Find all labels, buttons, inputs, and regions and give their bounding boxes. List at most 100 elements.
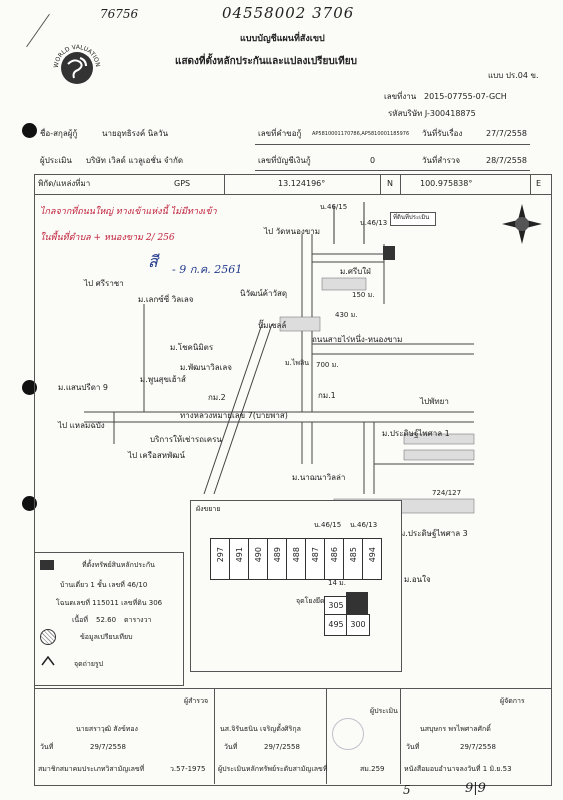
label-dist-150: 150 ม.	[352, 291, 375, 299]
sig-sep-2	[326, 688, 327, 784]
label-lek-village: ม.เลกซ์ซี่ วิลเลจ	[138, 295, 194, 304]
info-rule-2	[255, 170, 530, 171]
sig2-footer: ผู้ประเมินหลักทรัพย์ระดับสามัญเลขที่	[218, 765, 328, 773]
coord-sep-4	[530, 174, 531, 194]
compass-rose-icon	[500, 202, 544, 246]
form-code: แบบ ปร.04 ข.	[488, 71, 539, 80]
lot-c: 300	[346, 614, 370, 636]
legend-subject-swatch	[40, 560, 54, 570]
pen-mark	[26, 13, 50, 48]
label-nongjai: ม.อนใจ	[404, 575, 431, 584]
sig-rule-top	[34, 688, 551, 689]
inset-lot-297: 297	[210, 538, 230, 580]
label-car-rental: บริการให้เช่ารถเครน	[150, 435, 222, 444]
coord-n: N	[387, 179, 393, 188]
sig2-name: นส.จิรันธนิน เจริญตั้งศิริกุล	[220, 725, 301, 733]
label-saenprissana: ม.แสนปรีดา 9	[58, 383, 109, 392]
label-km1: กม.1	[318, 391, 336, 400]
job-number: 2015-07755-07-GCH	[424, 92, 507, 101]
survey-label: วันที่สำรวจ	[422, 156, 461, 165]
handnote-sign: สี	[148, 252, 158, 271]
account-label: เลขที่บัญชีเงินกู้	[258, 156, 311, 165]
subject-tag: ที่ดินที่ประเมิน	[390, 212, 436, 226]
handnote-line-1: ไกลจากที่ถนนใหญ่ ทางเข้าแห่งนี้ ไม่มีทาง…	[40, 207, 217, 217]
sig4-date-label: วันที่	[406, 743, 420, 751]
sig1-name: นายสราวุฒิ สังข์ทอง	[76, 725, 138, 733]
coord-lat: 13.124196°	[278, 179, 326, 188]
coord-e: E	[536, 179, 542, 188]
photo-point-icon	[40, 652, 56, 666]
borrower-name: นายอุทธิรงค์ นิลวัน	[102, 129, 169, 138]
inset-n4613: น.46/13	[350, 521, 378, 529]
label-hwy7: ทางหลวงหมายเลข 7(บายพาส)	[180, 411, 288, 420]
sig1-footer: สมาชิกสมาคมประเภทวิสามัญเลขที่	[38, 765, 145, 773]
inset-plan	[190, 500, 402, 672]
lot-subject	[346, 592, 368, 614]
account-number: 0	[370, 156, 376, 165]
sig4-name: นสบุษกร พรไพศาลศักดิ์	[420, 725, 491, 733]
coord-rule	[34, 194, 551, 195]
sig3-role: ผู้ประเมิน	[370, 707, 398, 715]
inset-lot-491: 491	[229, 538, 249, 580]
main-frame	[34, 174, 552, 786]
label-nongkham-rd: ถนนสายไร่หนึ่ง-หนองขาม	[312, 335, 403, 344]
legend-comparable: ข้อมูลเปรียบเทียบ	[80, 633, 133, 641]
legend-title: ที่ตั้งทรัพย์สินหลักประกัน	[82, 561, 155, 569]
inset-lot-490: 490	[248, 538, 268, 580]
sig1-date: 29/7/2558	[90, 743, 126, 751]
label-dist-700: 700 ม.	[316, 361, 339, 369]
start-date: 27/7/2558	[486, 129, 528, 138]
label-to-watnongkham: ไป วัดหนองขาม	[264, 227, 321, 236]
label-km2: กม.2	[208, 393, 226, 402]
inset-entrance: จุดโยงยึด	[296, 597, 325, 605]
inset-n4615: น.46/15	[314, 521, 342, 529]
inset-title: ผังขยาย	[196, 505, 221, 513]
label-mphen: ม.ไพลิน	[285, 359, 310, 367]
company-logo: WORLD VALUATION	[50, 38, 104, 92]
legend-area-value: 52.60	[96, 616, 117, 624]
page-subtitle: แสดงที่ตั้งหลักประกันและแปลงเปรียบเทียบ	[175, 56, 357, 67]
sig4-date: 29/7/2558	[460, 743, 496, 751]
handnote-line-2: ในพื้นที่ตำบล + หนองขาม 2/ 256	[40, 233, 175, 243]
comparable-icon	[40, 629, 56, 645]
inset-lot-494: 494	[362, 538, 382, 580]
label-piphaisan3: ม.ประดิษฐ์ไพศาล 3	[400, 529, 468, 538]
request-label: เลขที่คำขอกู้	[258, 129, 302, 138]
appraiser-label: ผู้ประเมิน	[40, 156, 72, 165]
coord-lon: 100.975838°	[420, 179, 473, 188]
footer-mark-left: 5	[403, 783, 411, 797]
job-label: เลขที่งาน	[384, 92, 417, 101]
sig2-num: สม.259	[360, 765, 385, 773]
label-nacha: ม.นาฌนาวิลล่า	[292, 473, 346, 482]
label-chakchoke: ม.โชคนิมิตร	[170, 343, 214, 352]
inset-lot-487: 487	[305, 538, 325, 580]
legend-photo: จุดถ่ายรูป	[74, 660, 104, 668]
footer-mark-right: 9|9	[465, 781, 486, 796]
legend-box	[34, 552, 184, 686]
survey-date: 28/7/2558	[486, 156, 528, 165]
inset-lot-485: 485	[343, 538, 363, 580]
coord-sep-3	[400, 174, 401, 194]
info-rule-1	[255, 144, 530, 145]
appraiser-name: บริษัท เวิลด์ แวลูเอชั่น จำกัด	[86, 156, 184, 165]
lot-a: 305	[324, 596, 348, 616]
page-title: แบบบัญชีแผนที่สังเขป	[240, 34, 325, 44]
company-code: รหัสบริษัท J-300418875	[388, 109, 476, 118]
coord-sep-2	[380, 174, 381, 194]
inset-lot-486: 486	[324, 538, 344, 580]
label-to-pattaya: ไปพัทยา	[420, 397, 449, 406]
sig1-role: ผู้สำรวจ	[184, 697, 209, 705]
label-credit-ph: ไป เครือสหพัฒน์	[128, 451, 185, 460]
sig1-date-label: วันที่	[40, 743, 54, 751]
sig2-date: 29/7/2558	[264, 743, 300, 751]
coord-source: GPS	[174, 179, 191, 188]
request-number: AP5810001170786,AP5810001185976	[312, 131, 410, 137]
handwritten-ref: 76756	[100, 7, 139, 21]
legend-area-label: เนื้อที่	[72, 616, 88, 624]
subject-tag-text: ที่ดินที่ประเมิน	[393, 214, 430, 221]
label-phunsuk: ม.พูนสุขเฮ้าส์	[140, 375, 186, 384]
inset-lot-489: 489	[267, 538, 287, 580]
legend-area-unit: ตารางวา	[124, 616, 152, 624]
handnote-date: - 9 ก.ค. 2561	[172, 263, 243, 276]
company-seal-icon	[332, 718, 364, 750]
